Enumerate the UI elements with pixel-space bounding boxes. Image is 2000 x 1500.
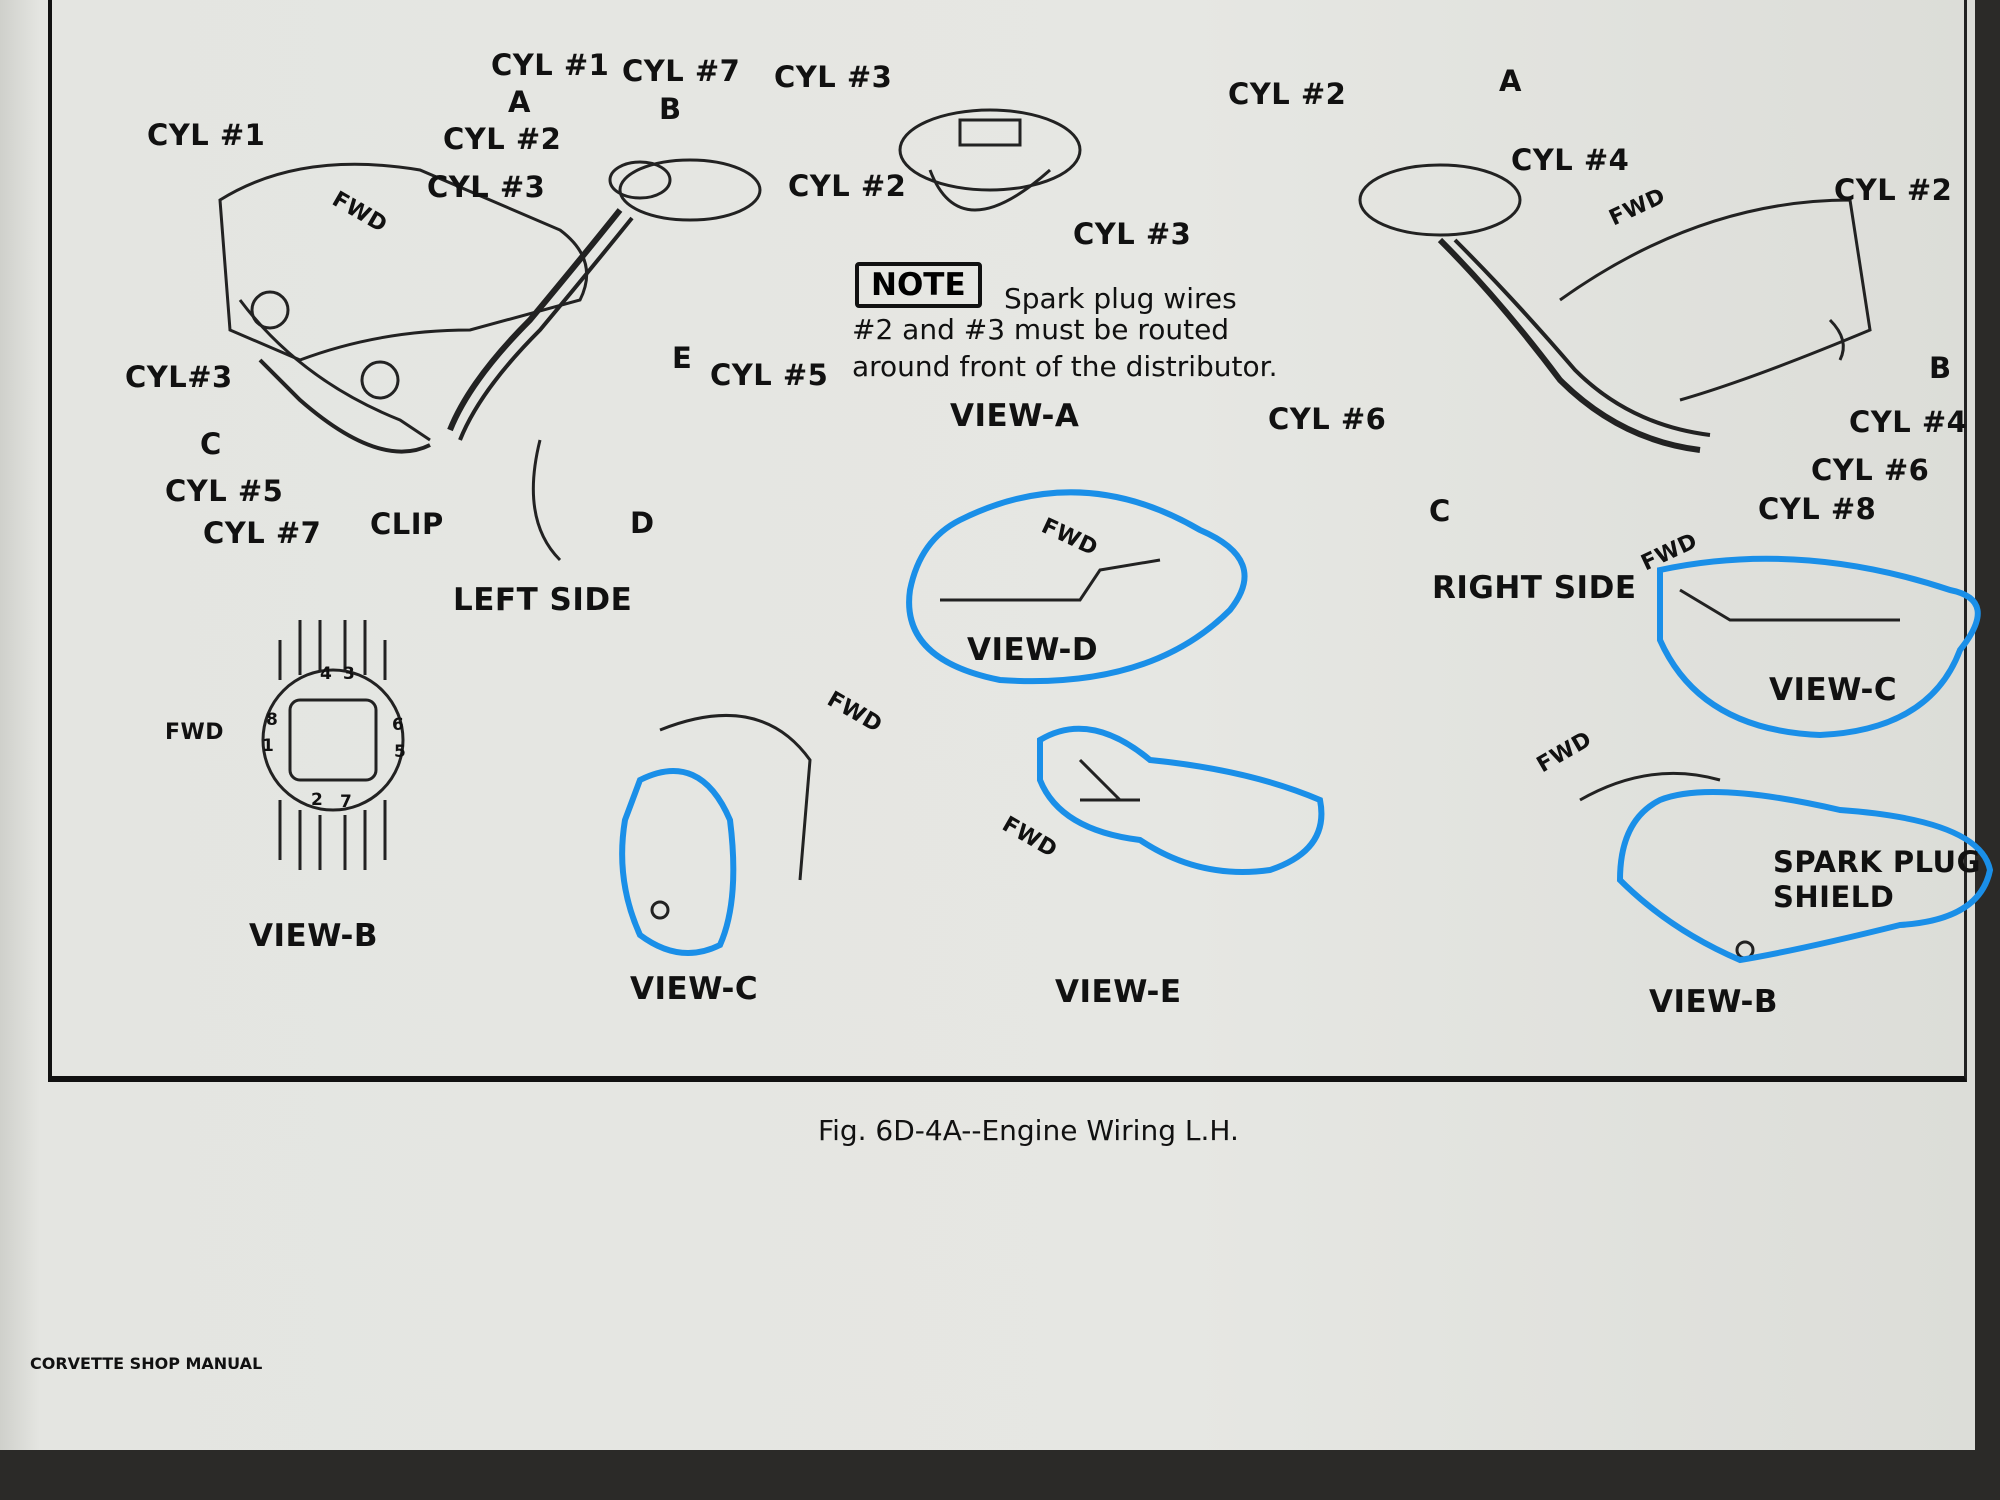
note-line-3: around front of the distributor. [852,350,1278,383]
small-view-drawings [650,558,1900,960]
right-side-title: RIGHT SIDE [1432,570,1637,606]
cap-number-8: 8 [266,710,279,730]
label-cyl-5: CYL #5 [165,474,284,508]
view-a-label-cyl-3: CYL #3 [1073,217,1192,251]
view-c-right-title: VIEW-C [1769,672,1898,708]
label-cyl-2: CYL #2 [443,122,562,156]
view-d-title: VIEW-D [967,632,1099,668]
view-a-label-cyl-2: CYL #2 [788,169,907,203]
highlight-view-c-mid [619,768,737,956]
label-clip: CLIP [370,507,444,541]
right-label-cyl-8: CYL #8 [1758,492,1877,526]
label-c: C [200,427,222,461]
spark-plug-shield-line-2: SHIELD [1773,880,1895,914]
right-label-a: A [1499,64,1522,98]
fwd-view-b-left: FWD [165,720,225,745]
label-cyl-3-top: CYL #3 [774,60,893,94]
label-a: A [508,85,531,119]
right-label-cyl-6-low: CYL #6 [1811,453,1930,487]
note-badge: NOTE [855,262,982,308]
figure-frame [48,0,1967,1082]
view-a-distributor-drawing [898,108,1082,212]
right-label-cyl-4: CYL #4 [1511,143,1630,177]
label-cyl-3-left: CYL#3 [125,360,233,394]
view-a-title: VIEW-A [950,398,1080,434]
label-b: B [659,92,682,126]
footer-manual-title: CORVETTE SHOP MANUAL [30,1354,263,1373]
cap-number-7: 7 [340,792,353,812]
label-cyl-1-top: CYL #1 [491,48,610,82]
cap-number-4: 4 [320,664,333,684]
view-b-right-title: VIEW-B [1649,984,1778,1020]
highlight-view-c-right [1657,555,1981,739]
cap-number-1: 1 [262,736,275,756]
label-cyl-5-right: CYL #5 [710,358,829,392]
cap-number-6: 6 [392,715,405,735]
view-c-mid-title: VIEW-C [630,971,759,1007]
highlight-circles [619,489,1994,964]
cap-number-5: 5 [394,742,407,762]
highlight-view-e [1037,725,1325,875]
right-label-c: C [1429,494,1451,528]
right-engine-drawing [1358,163,1872,453]
label-cyl-3: CYL #3 [427,170,546,204]
label-d: D [630,506,655,540]
spark-plug-shield-line-1: SPARK PLUG [1773,845,1981,879]
note-line-1: Spark plug wires [1004,282,1237,315]
label-cyl-1: CYL #1 [147,118,266,152]
highlight-view-b-right [1616,789,1994,964]
label-e: E [672,341,693,375]
label-cyl-7-bottom: CYL #7 [203,516,322,550]
view-b-distributor-cap [261,620,405,870]
right-label-cyl-2-far: CYL #2 [1834,173,1953,207]
note-line-2: #2 and #3 must be routed [852,313,1230,346]
view-b-left-title: VIEW-B [249,918,378,954]
label-cyl-7: CYL #7 [622,54,741,88]
right-label-cyl-4-low: CYL #4 [1849,405,1968,439]
manual-page: CYL #1 CYL #1 CYL #7 CYL #3 A B CYL #2 C… [0,0,1994,1450]
cap-number-3: 3 [343,664,356,684]
view-e-title: VIEW-E [1055,974,1182,1010]
left-side-title: LEFT SIDE [453,582,633,618]
right-label-cyl-2: CYL #2 [1228,77,1347,111]
left-engine-drawing [218,158,762,562]
cap-number-2: 2 [311,790,324,810]
right-label-cyl-6: CYL #6 [1268,402,1387,436]
highlight-view-d [906,489,1248,685]
figure-caption: Fig. 6D-4A--Engine Wiring L.H. [818,1114,1239,1147]
right-label-b: B [1929,351,1952,385]
